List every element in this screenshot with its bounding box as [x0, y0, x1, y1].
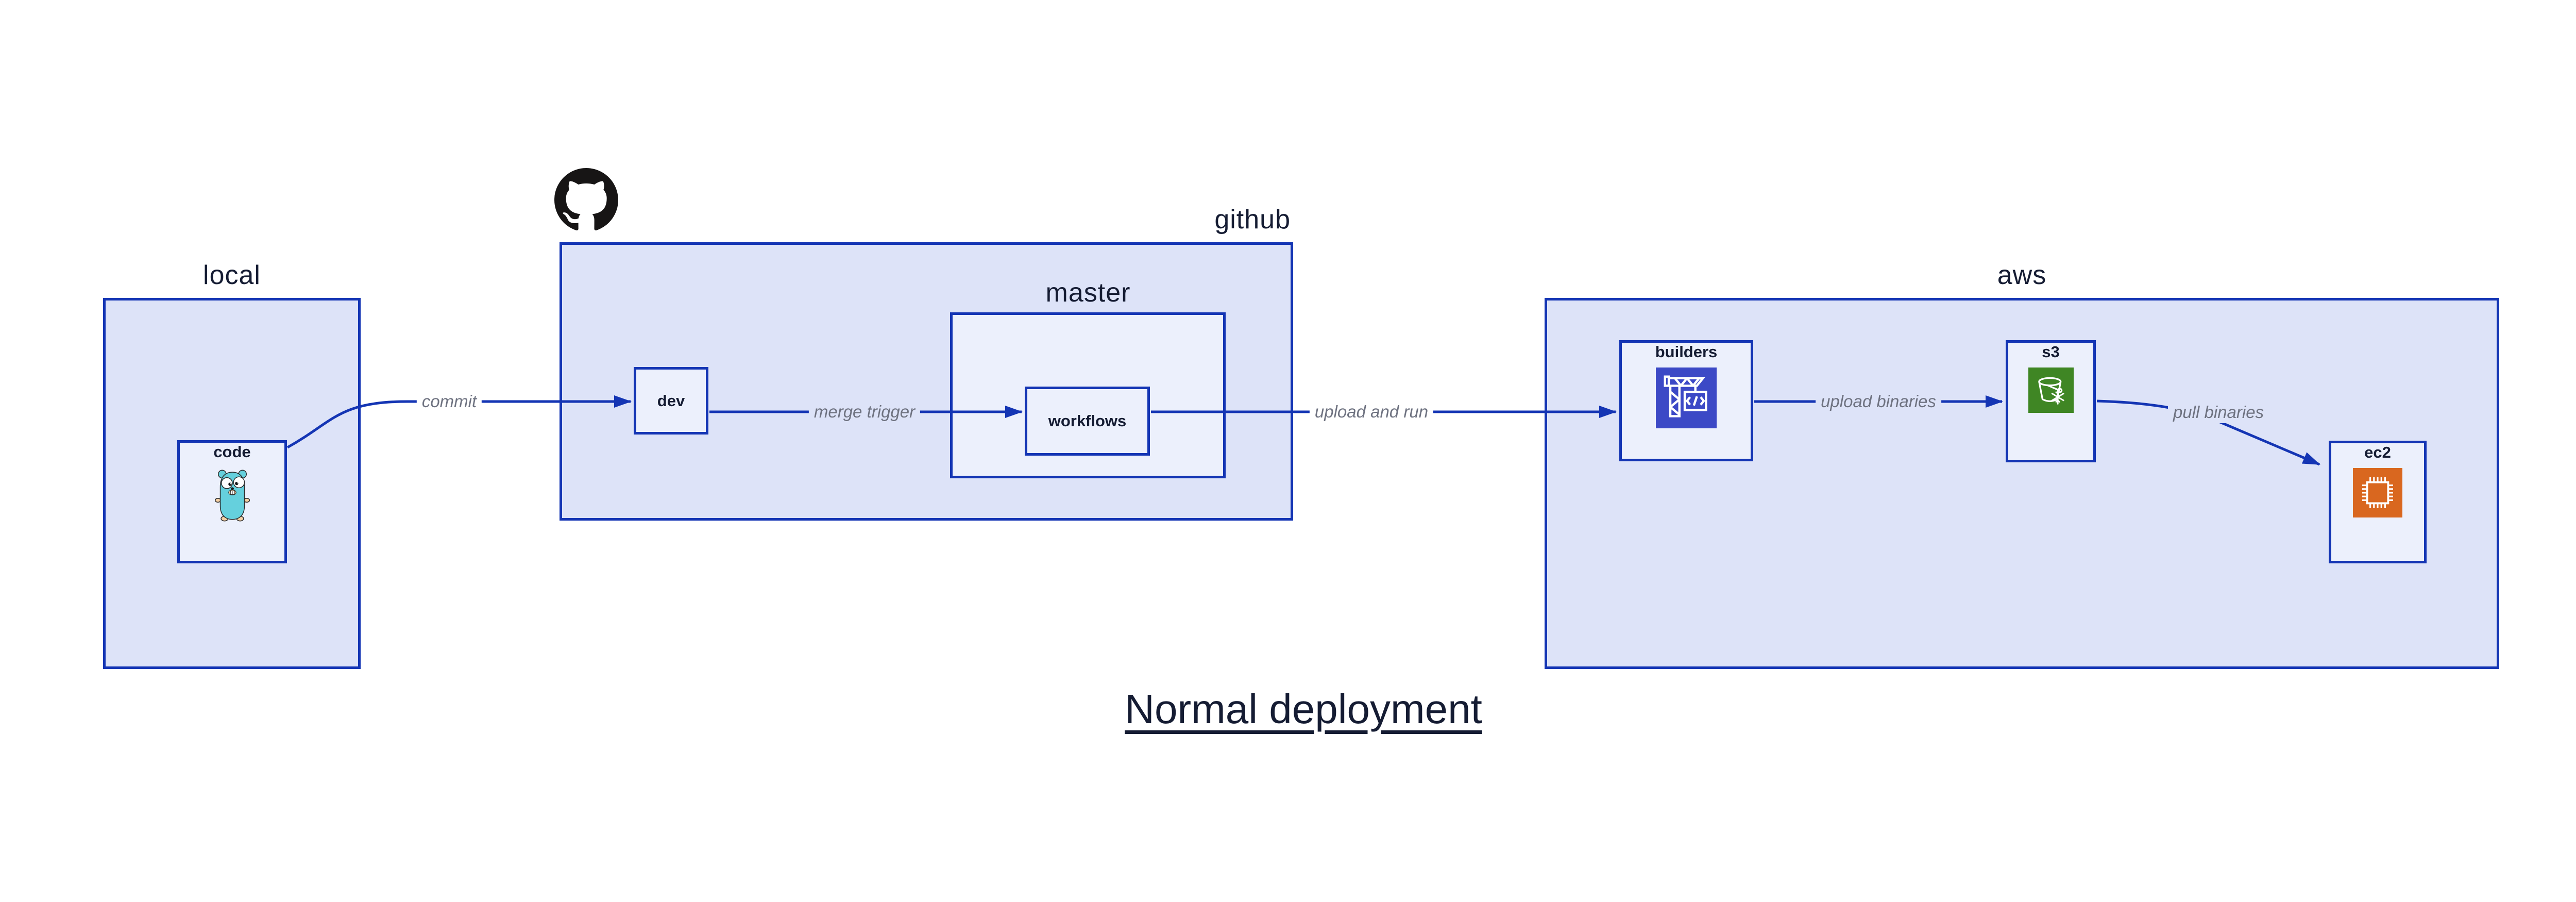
s3-node-label: s3 [2042, 343, 2060, 361]
go-gopher-icon [213, 467, 252, 522]
diagram-title: Normal deployment [1125, 686, 1482, 732]
code-node-label: code [213, 443, 251, 461]
aws-container-label: aws [1997, 260, 2047, 290]
local-container-label: local [203, 260, 261, 290]
builders-node: builders [1619, 340, 1753, 461]
edge-label-pull-binaries: pull binaries [2167, 402, 2269, 423]
edge-label-upload-binaries: upload binaries [1816, 391, 1941, 412]
master-branch-label: master [1045, 278, 1131, 308]
ec2-node-label: ec2 [2364, 443, 2391, 461]
s3-node: s3 [2006, 340, 2096, 462]
aws-s3-glacier-bucket-icon [2028, 367, 2074, 413]
ec2-node: ec2 [2329, 441, 2427, 563]
edge-label-commit: commit [416, 391, 482, 412]
dev-node-label: dev [657, 391, 685, 410]
edge-label-merge-trigger: merge trigger [808, 401, 921, 423]
dev-branch-node: dev [634, 367, 708, 435]
workflows-node-label: workflows [1048, 412, 1127, 430]
github-container-label: github [1214, 205, 1291, 235]
aws-codebuild-crane-icon [1656, 367, 1717, 428]
builders-node-label: builders [1655, 343, 1718, 361]
aws-ec2-chip-icon [2353, 467, 2402, 517]
code-node: code [177, 440, 287, 563]
edge-label-upload-and-run: upload and run [1309, 401, 1434, 423]
workflows-node: workflows [1025, 387, 1150, 456]
github-octocat-mark-icon [554, 168, 618, 232]
